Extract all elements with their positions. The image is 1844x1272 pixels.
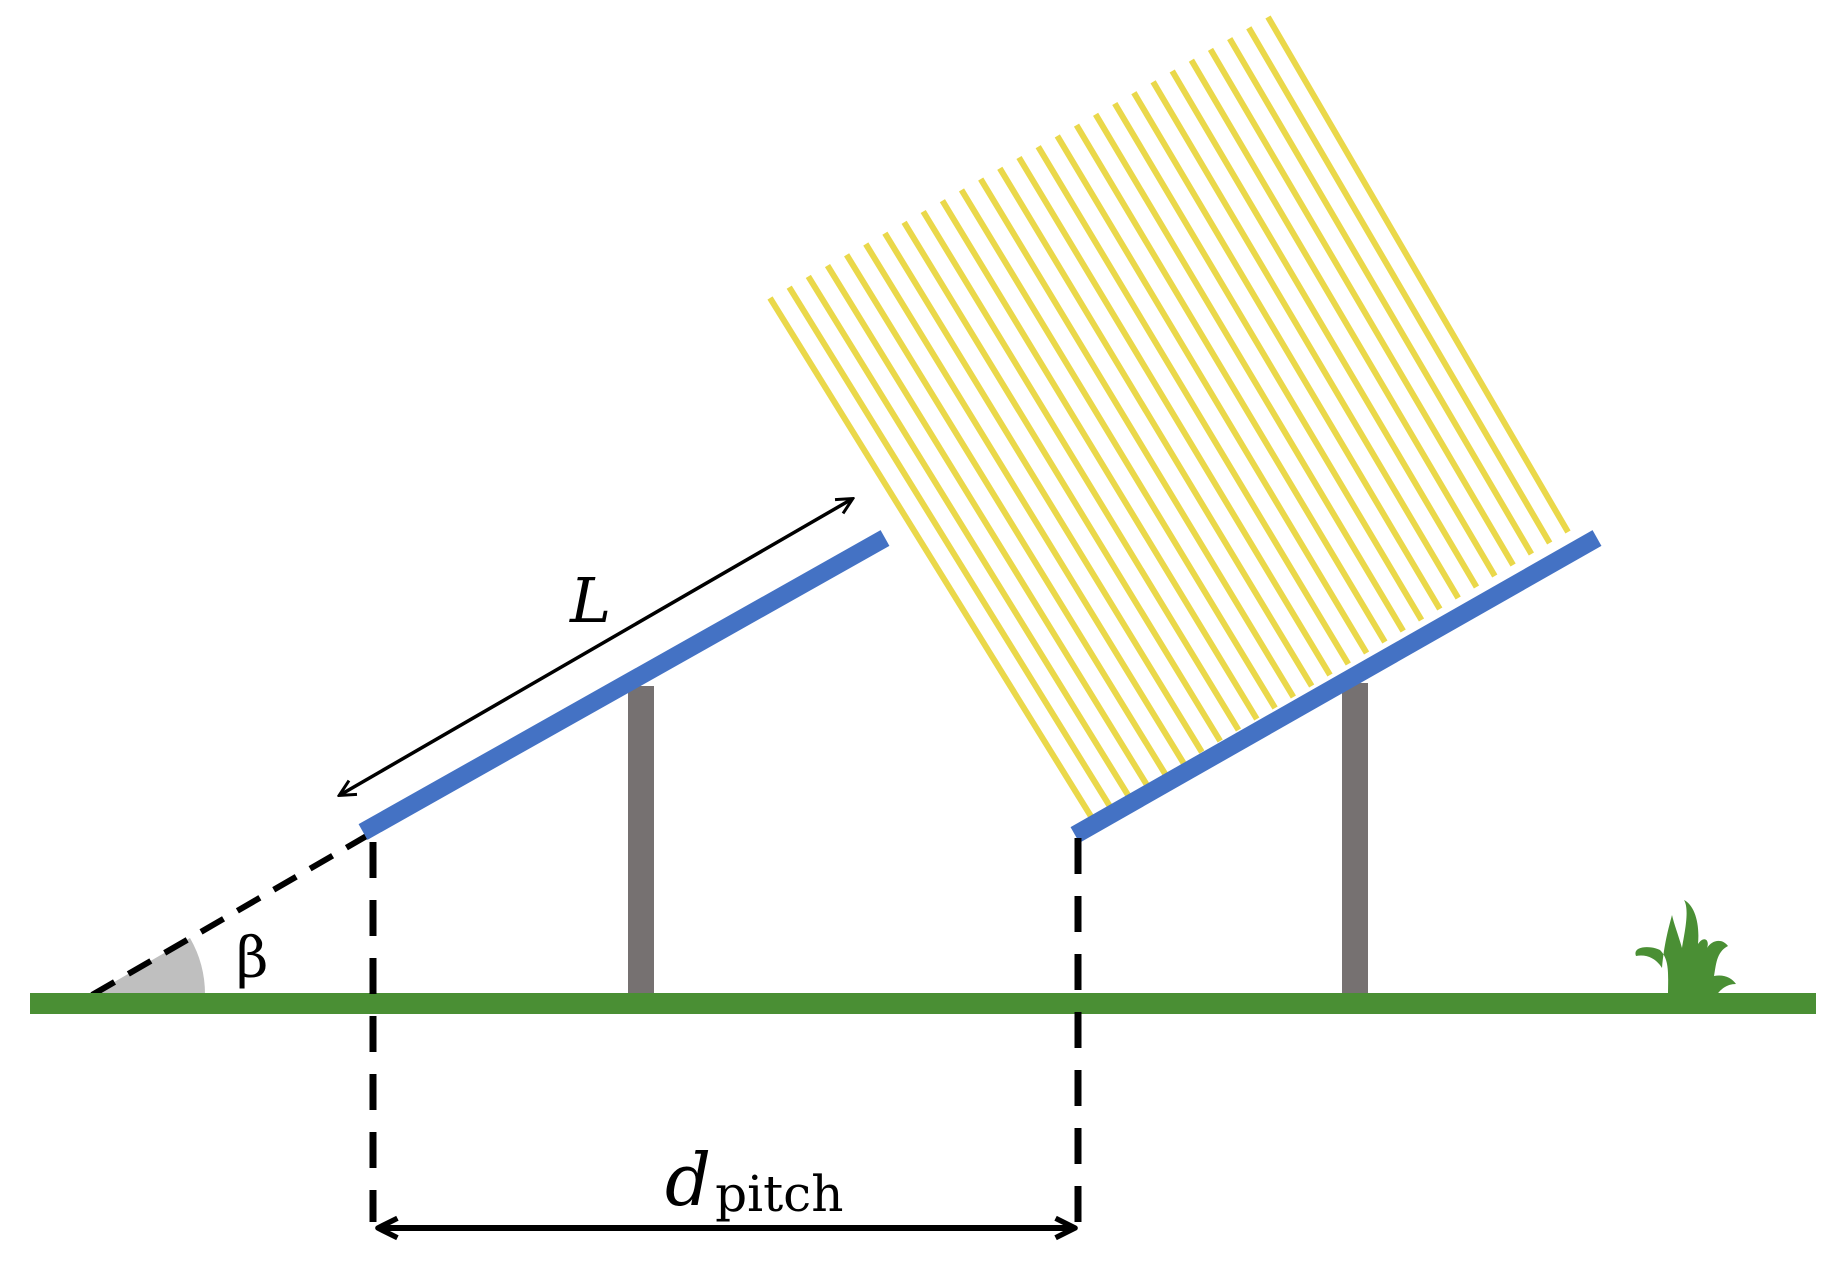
sun-ray bbox=[1188, 58, 1498, 578]
tilt-angle-arc bbox=[92, 938, 206, 995]
sun-ray bbox=[1131, 91, 1443, 611]
pitch-label-main: d bbox=[665, 1138, 711, 1222]
sun-ray bbox=[1035, 145, 1351, 666]
sun-ray bbox=[958, 188, 1278, 710]
pitch-label-subscript: pitch bbox=[715, 1165, 843, 1223]
sun-ray bbox=[844, 253, 1168, 776]
ground-line bbox=[30, 993, 1816, 1014]
panel-length-label: L bbox=[569, 564, 611, 637]
panel-extension-dashed-line bbox=[90, 831, 372, 998]
sun-ray bbox=[786, 285, 1113, 809]
sun-ray bbox=[1054, 134, 1370, 655]
sun-ray bbox=[1073, 123, 1388, 644]
sun-ray bbox=[997, 166, 1315, 688]
sun-ray bbox=[863, 242, 1187, 765]
panel-length-arrow bbox=[340, 499, 852, 795]
sun-ray bbox=[1150, 80, 1461, 600]
sun-ray bbox=[1265, 15, 1571, 534]
sun-ray bbox=[1227, 37, 1534, 556]
sun-ray bbox=[1207, 47, 1516, 567]
sun-ray bbox=[824, 264, 1150, 787]
back-row-support-post bbox=[1342, 683, 1368, 996]
back-solar-panel bbox=[1070, 530, 1602, 843]
tilt-angle-label: β bbox=[236, 926, 268, 991]
sun-ray bbox=[939, 199, 1260, 721]
sunlight-rays bbox=[767, 15, 1571, 820]
sun-ray bbox=[901, 220, 1223, 743]
sun-ray bbox=[882, 231, 1205, 754]
sun-ray bbox=[805, 274, 1132, 798]
sun-ray bbox=[920, 209, 1242, 732]
sun-ray bbox=[767, 296, 1095, 820]
sun-ray bbox=[1169, 69, 1480, 589]
sun-ray bbox=[1016, 155, 1333, 677]
grass-tuft-icon bbox=[1635, 900, 1736, 996]
sun-ray bbox=[978, 177, 1296, 699]
sun-ray bbox=[1112, 101, 1425, 622]
pitch-label: dpitch bbox=[665, 1138, 843, 1223]
sun-ray bbox=[1246, 26, 1553, 545]
front-solar-panel bbox=[358, 530, 890, 840]
front-row-support-post bbox=[628, 686, 654, 996]
sun-ray bbox=[1093, 112, 1406, 633]
